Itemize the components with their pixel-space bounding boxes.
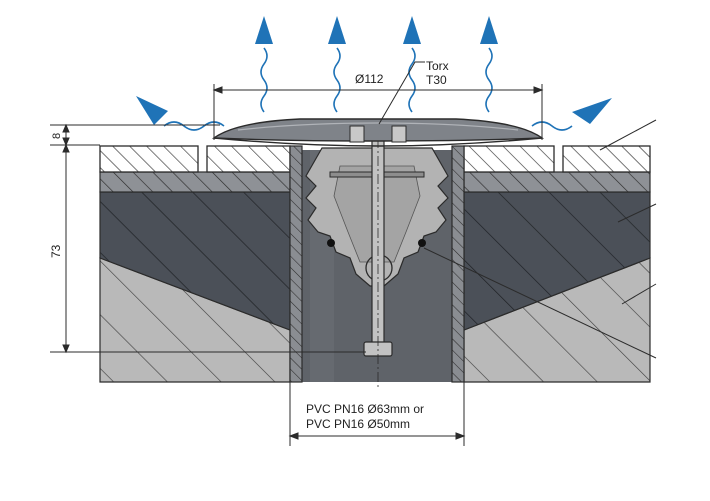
pin-left [327, 239, 335, 247]
band-right [463, 171, 651, 193]
airflow-arrows [136, 16, 612, 131]
leader-clamp [423, 247, 657, 359]
airflow-arrow-up-1-icon [255, 16, 273, 44]
dim-pipe-arrow-left-icon [288, 432, 299, 440]
tile-right-2 [562, 145, 651, 173]
leader-bedding [617, 203, 657, 223]
dimensions [50, 84, 544, 446]
leader-base [621, 283, 657, 305]
dim-73-arrow-bottom-icon [62, 344, 70, 354]
cap-diameter-label: Ø112 [355, 72, 384, 86]
ground-left [99, 145, 291, 383]
band-left [99, 171, 291, 193]
torx-size-label: T30 [426, 73, 447, 87]
pipe-spec-line2: PVC PN16 Ø50mm [306, 417, 410, 431]
airflow-wave-right [531, 121, 573, 131]
cap-highlight [237, 122, 519, 131]
cap-shell [211, 118, 545, 142]
airflow-arrow-left-icon [136, 96, 168, 125]
leader-lines [378, 61, 657, 359]
airflow-wave-3 [408, 47, 416, 113]
dim-8-arrow-top-icon [62, 123, 70, 133]
airflow-arrow-right-icon [572, 98, 612, 124]
pin-right [418, 239, 426, 247]
depth-label: 73 [49, 244, 63, 258]
cap-rim [213, 137, 543, 147]
cap-support-right [391, 125, 407, 143]
leader-tile [599, 119, 657, 151]
dim-cap-arrow-left-icon [212, 86, 223, 94]
airflow-arrow-up-3-icon [403, 16, 421, 44]
torx-leader [378, 61, 425, 125]
airflow-wave-4 [485, 47, 493, 113]
dim-73-arrow-top-icon [62, 143, 70, 153]
tile-left-1 [99, 145, 199, 173]
airflow-wave-1 [260, 47, 268, 113]
cap-support-left [349, 125, 365, 143]
cap-height-label: 8 [51, 133, 63, 139]
airflow-arrow-up-4-icon [480, 16, 498, 44]
dim-8-arrow-bottom-icon [62, 137, 70, 147]
pipe-spec-line1: PVC PN16 Ø63mm or [306, 402, 424, 416]
dome-cap [211, 118, 545, 147]
torx-label: Torx [426, 59, 449, 73]
dim-pipe-arrow-right-icon [455, 432, 466, 440]
airflow-wave-2 [333, 47, 341, 113]
pipe-wall-left [289, 145, 303, 383]
tile-left-2 [206, 145, 291, 173]
dim-cap-arrow-right-icon [533, 86, 544, 94]
tile-right-1 [463, 145, 555, 173]
airflow-arrow-up-2-icon [328, 16, 346, 44]
ground-right [463, 145, 651, 383]
center-bolt [363, 120, 393, 390]
airflow-wave-left [163, 121, 225, 131]
